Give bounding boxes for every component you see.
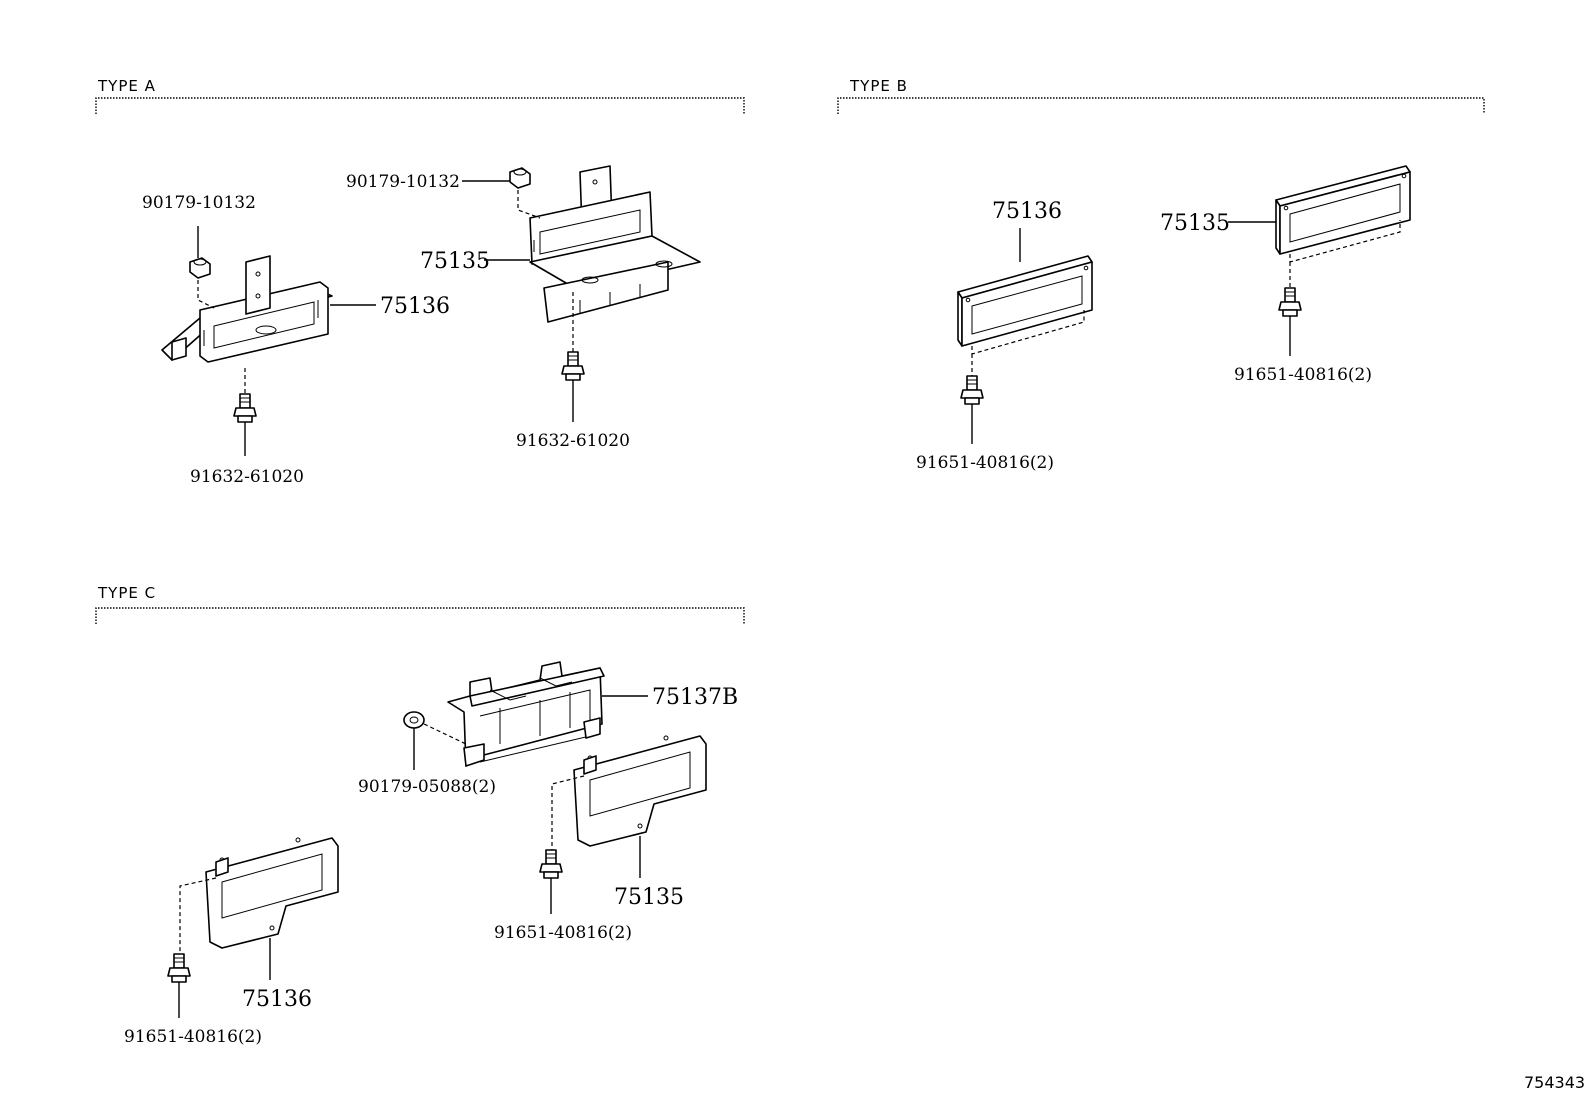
diagram-reference-number: 754343 — [1524, 1073, 1585, 1092]
label-type-c-right-screw: 91651-40816(2) — [494, 923, 632, 943]
section-type-a-title: TYPE A — [97, 77, 156, 95]
section-type-b-bracket-line — [837, 97, 1485, 114]
label-type-c-left-screw: 91651-40816(2) — [124, 1027, 262, 1047]
bracket-75135-type-b-drawing — [1275, 165, 1411, 255]
type-a-left-assembly: 90179-10132 75136 91632-61020 — [142, 193, 450, 487]
type-a-right-assembly: 90179-10132 75135 91632-61020 — [346, 165, 701, 451]
label-type-a-left-bracket: 75136 — [380, 294, 450, 319]
bracket-75135-drawing — [529, 165, 701, 323]
label-type-a-right-bolt: 91632-61020 — [516, 431, 630, 451]
label-type-c-holder: 75137B — [652, 685, 738, 710]
section-type-c-header: TYPE C — [95, 584, 745, 624]
type-c-assembly: 75137B 90179-05088(2) 75135 91651-408 — [124, 661, 738, 1047]
label-type-c-left-bracket: 75136 — [242, 987, 312, 1012]
section-type-c-bracket-line — [95, 607, 745, 624]
type-c-left-screw-dash — [179, 877, 217, 962]
type-b-right-dash-outline — [1289, 220, 1401, 263]
section-type-c-title: TYPE C — [97, 584, 156, 602]
section-type-a-header: TYPE A — [95, 77, 745, 114]
label-type-b-right-screw: 91651-40816(2) — [1234, 365, 1372, 385]
screw-91651-40816-type-c-left-icon — [167, 953, 191, 983]
label-type-c-right-bracket: 75135 — [614, 885, 684, 910]
type-a-right-nut-dash — [517, 190, 541, 219]
nut-90179-10132-right-icon — [509, 167, 531, 189]
bolt-91632-61020-right-icon — [561, 351, 585, 381]
type-b-right-assembly: 75135 91651-40816(2) — [1160, 165, 1411, 385]
section-type-b-header: TYPE B — [837, 77, 1485, 114]
holder-75137b-drawing — [447, 661, 605, 767]
nut-90179-10132-left-icon — [189, 257, 211, 279]
label-type-a-right-bracket: 75135 — [420, 249, 490, 274]
label-type-c-nut: 90179-05088(2) — [358, 777, 496, 797]
bracket-75136-type-c-drawing — [205, 837, 339, 949]
bracket-75135-type-c-drawing — [573, 735, 707, 847]
bolt-91632-61020-left-icon — [233, 393, 257, 423]
type-c-right-screw-dash — [551, 775, 585, 852]
type-a-left-nut-dash — [197, 280, 215, 309]
label-type-b-left-screw: 91651-40816(2) — [916, 453, 1054, 473]
section-type-a-bracket-line — [95, 97, 745, 114]
label-type-b-left-bracket: 75136 — [992, 199, 1062, 224]
label-type-b-right-bracket: 75135 — [1160, 211, 1230, 236]
screw-91651-40816-type-b-right-icon — [1278, 287, 1302, 317]
bracket-75136-type-b-drawing — [957, 255, 1093, 347]
type-b-left-dash-outline — [971, 310, 1085, 355]
nut-90179-05088-icon — [403, 711, 425, 729]
screw-91651-40816-type-b-left-icon — [960, 375, 984, 405]
bracket-75136-drawing — [161, 255, 333, 363]
type-c-nut-dash — [423, 723, 467, 745]
label-type-a-left-nut: 90179-10132 — [142, 193, 256, 213]
label-type-a-right-nut: 90179-10132 — [346, 172, 460, 192]
section-type-b-title: TYPE B — [849, 77, 908, 95]
type-b-left-assembly: 75136 91651-40816(2) — [916, 199, 1093, 473]
screw-91651-40816-type-c-right-icon — [539, 849, 563, 879]
label-type-a-left-bolt: 91632-61020 — [190, 467, 304, 487]
